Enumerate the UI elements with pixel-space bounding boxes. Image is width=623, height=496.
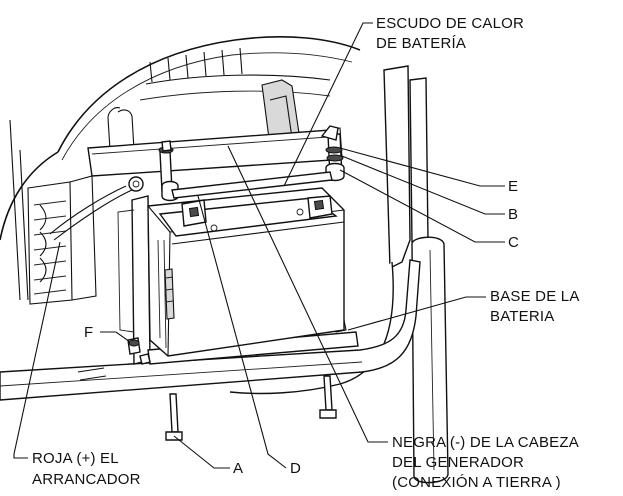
label-heat-shield: ESCUDO DE CALOR DE BATERÍA (376, 15, 524, 52)
callout-e: E (508, 178, 518, 195)
label-battery-base: BASE DE LA BATERIA (490, 288, 580, 325)
label-red-cable-line2: ARRANCADOR (32, 471, 141, 488)
label-black-cable-line2: DEL GENERADOR (392, 454, 524, 471)
positive-cable (49, 176, 144, 241)
hold-down-rod (158, 125, 345, 202)
left-vent-panel (9, 119, 97, 305)
callout-f: F (84, 324, 93, 341)
zoom-detail-circle (0, 36, 361, 241)
label-red-cable: ROJA (+) EL ARRANCADOR (32, 450, 141, 488)
battery (147, 187, 345, 357)
callout-a: A (233, 460, 243, 477)
callout-d: D (290, 460, 301, 477)
leader-lines (13, 22, 505, 469)
label-black-cable-line1: NEGRA (-) DE LA CABEZA (392, 434, 579, 451)
mounting-bolt-a (165, 375, 337, 441)
tie-rod (171, 171, 333, 199)
label-black-cable: NEGRA (-) DE LA CABEZA DEL GENERADOR (CO… (392, 434, 579, 491)
heat-shield (87, 127, 343, 177)
callout-c: C (508, 234, 519, 251)
callout-b: B (508, 206, 518, 223)
label-red-cable-line1: ROJA (+) EL (32, 450, 119, 467)
label-battery-base-line2: BATERIA (490, 308, 554, 325)
bolt-f (127, 337, 151, 365)
frame-tube-bottom (0, 259, 421, 401)
label-black-cable-line3: (CONEXIÓN A TIERRA ) (392, 474, 561, 491)
label-heat-shield-line1: ESCUDO DE CALOR (376, 15, 524, 32)
label-heat-shield-line2: DE BATERÍA (376, 35, 466, 52)
label-battery-base-line1: BASE DE LA (490, 288, 580, 305)
